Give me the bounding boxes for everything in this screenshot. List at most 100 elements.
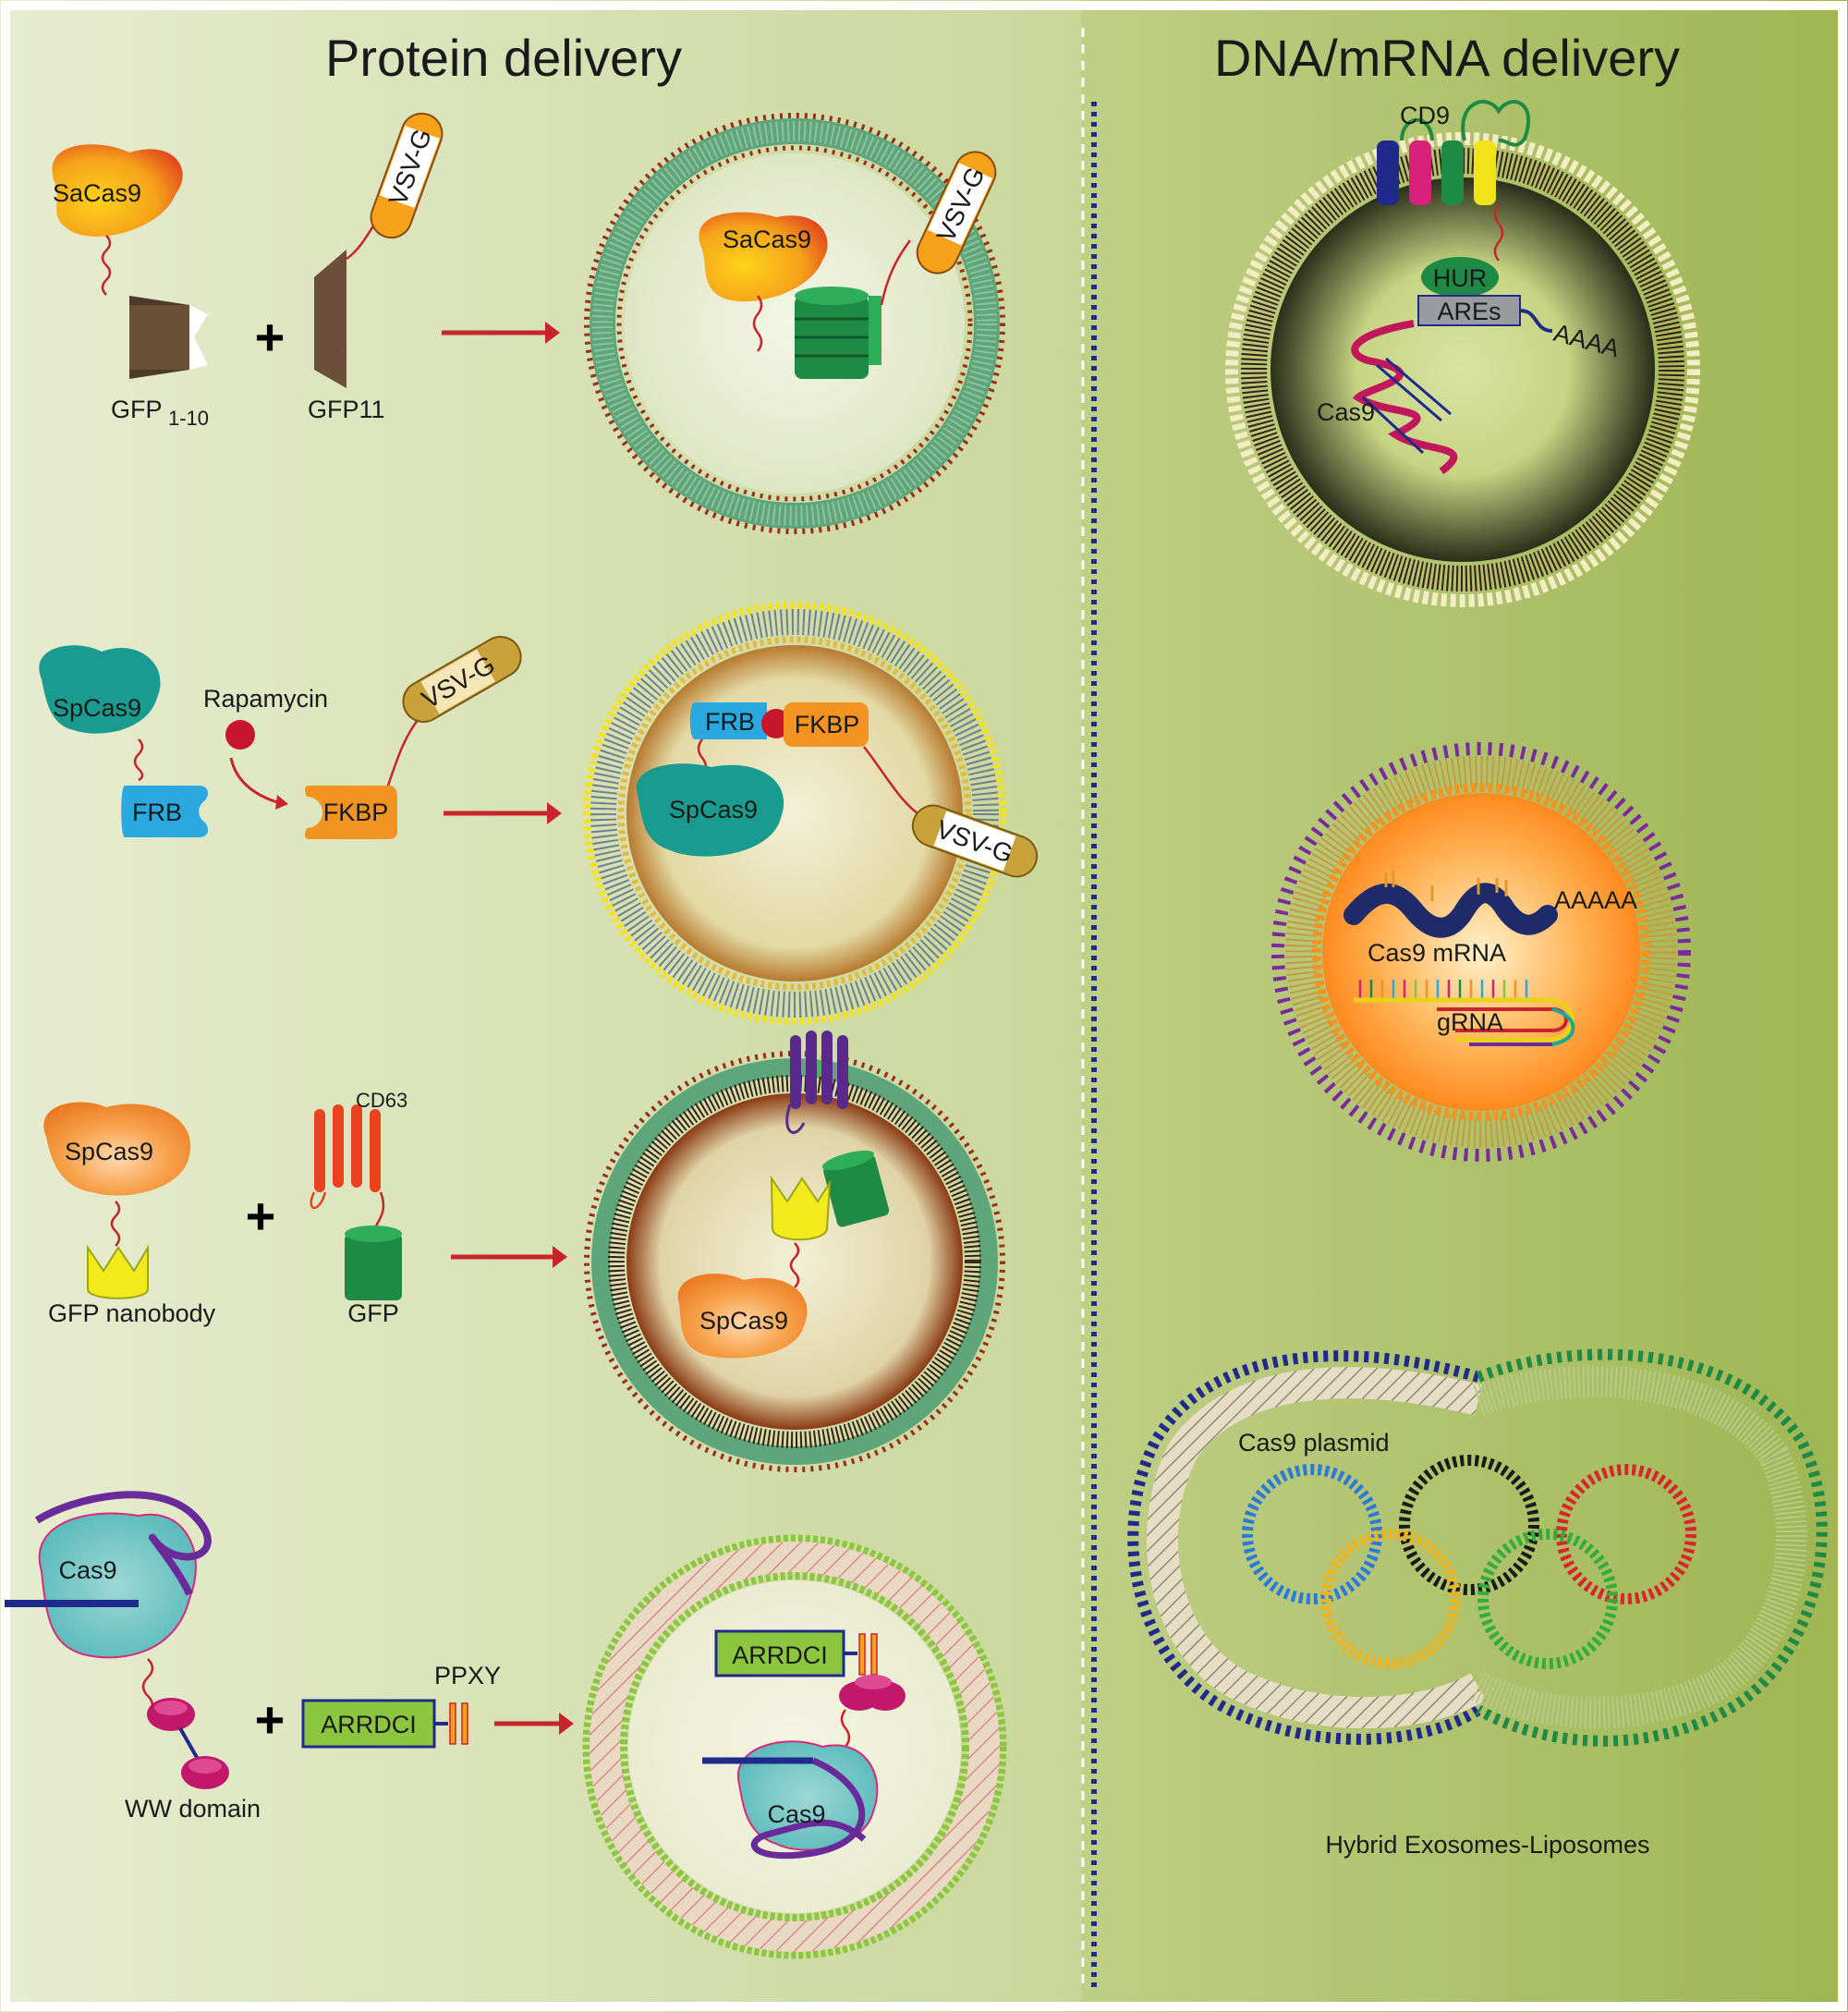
vesicle-row2-bilayer	[590, 609, 999, 1018]
gfp-1-10-label: GFP	[111, 396, 163, 423]
cd63-in-membrane	[790, 1030, 848, 1109]
lipid-nanoparticle: AAAAA Cas9 mRNA gRNA	[1271, 742, 1691, 1162]
spcas9-linker-inner-row3	[789, 1242, 800, 1288]
arrdc-box-inner	[714, 1629, 845, 1677]
cd63-label: CD63	[356, 1089, 407, 1112]
ww-domain	[147, 1698, 229, 1789]
spcas9-label-inner-row2: SpCas9	[669, 796, 758, 823]
hybrid-right-outer	[1476, 1348, 1828, 1747]
vesicle-row2-outer-heads	[583, 602, 1006, 1025]
cas9-mrna-strand	[1351, 320, 1458, 475]
plus-sign-row3: +	[246, 1187, 276, 1245]
plasmid-green	[1477, 1529, 1618, 1669]
spcas9-linker-row3	[110, 1201, 121, 1247]
cd63-membrane-loop	[785, 1104, 806, 1134]
vesicle-row2-inner-heads	[617, 636, 972, 991]
vesicle-row3-lumen	[626, 1093, 963, 1430]
spcas9-label-row2: SpCas9	[53, 694, 141, 722]
vesicle-row2: FRB FKBP SpCas9 VSV-G	[583, 602, 1039, 1025]
protein-panel-title: Protein delivery	[325, 29, 682, 87]
vesicle-row1-inner-heads	[616, 145, 973, 502]
ppxy-label: PPXY	[434, 1662, 501, 1689]
row2-components: SpCas9 FRB Rapamycin FKBP VSV-G	[39, 636, 562, 839]
ww-domain-inner	[839, 1675, 906, 1711]
cas9-linker-inner-row4	[840, 1709, 851, 1748]
cas9-label-inner-row4: Cas9	[767, 1800, 825, 1828]
arrow-row3-head	[553, 1246, 567, 1268]
sacas9-label: SaCas9	[53, 179, 141, 207]
ppxy-motifs	[449, 1702, 468, 1745]
cas9-label-row4: Cas9	[58, 1556, 116, 1584]
gfp11-label: GFP11	[308, 396, 385, 423]
ares-box	[1417, 295, 1521, 326]
arrow-row4-head	[559, 1713, 574, 1735]
ppxy-inner-1	[858, 1633, 866, 1676]
cas9-plasmid-label: Cas9 plasmid	[1238, 1429, 1390, 1457]
dna-panel-title: DNA/mRNA delivery	[1214, 29, 1680, 87]
row3-components: SpCas9 GFP nanobody + CD63 GFP	[43, 1089, 567, 1327]
polya-label-lnp: AAAAA	[1554, 886, 1637, 914]
gfp-barrel-row3	[345, 1225, 402, 1300]
grna-loop-row4	[34, 1491, 212, 1596]
frb-block	[121, 786, 209, 837]
fkbp-label-inner: FKBP	[795, 711, 860, 738]
vesicle-row4-bilayer	[590, 1542, 1000, 1952]
arrow-row1-head	[545, 322, 560, 344]
vesicle-row1-outer-heads	[584, 113, 1005, 534]
hybrid-left-bilayer	[1146, 1367, 1487, 1729]
arrdc-box	[301, 1699, 436, 1749]
cd9-tetraspanin	[1377, 100, 1531, 205]
hur-protein	[1421, 257, 1499, 298]
plasmid-yellow-orange	[1320, 1529, 1461, 1669]
grna-strand-teal	[1551, 1007, 1575, 1046]
cas9-mrna-label: Cas9 mRNA	[1368, 939, 1506, 967]
vesicle-row3-outer-heads	[584, 1051, 1005, 1472]
exosome-hur-outer-heads	[1225, 132, 1700, 607]
cd63-loop	[310, 1191, 327, 1210]
frb-block-inner	[689, 702, 767, 739]
gfp-nanobody-inner	[770, 1175, 832, 1241]
lnp-bilayer	[1285, 756, 1677, 1148]
gfp-label-row3: GFP	[347, 1299, 399, 1327]
cd63-tetraspanin	[314, 1104, 381, 1192]
vesicle-row3: SpCas9	[584, 1030, 1005, 1472]
grna-loop-inner-row4	[750, 1757, 867, 1860]
spcas9-blob-inner-row3	[677, 1274, 808, 1359]
sacas9-blob	[52, 144, 183, 238]
ares-label: AREs	[1437, 298, 1501, 325]
spcas9-linker-row2	[133, 738, 144, 782]
spcas9-blob-inner-row2	[636, 763, 784, 857]
gfp-1-10-gap	[189, 305, 208, 370]
hybrid-exosome-liposome: Cas9 plasmid Hybrid Exosomes-Liposomes	[1127, 1348, 1828, 1859]
hybrid-label: Hybrid Exosomes-Liposomes	[1325, 1831, 1649, 1859]
gfp-barrel-complete	[795, 287, 881, 379]
grna-label: gRNA	[1437, 1008, 1503, 1036]
vesicle-row4: ARRDCI Cas9	[582, 1534, 1007, 1959]
fkbp-label: FKBP	[323, 799, 389, 826]
rapamycin-label: Rapamycin	[203, 685, 328, 713]
sacas9-linker-inner	[752, 295, 763, 352]
spcas9-blob-row3	[43, 1102, 191, 1196]
vesicle-row3-inner-leaflet	[608, 1075, 981, 1448]
spcas9-label-inner-row3: SpCas9	[699, 1307, 788, 1335]
arrow-row2-head	[547, 802, 562, 824]
gfp-1-10-barrel-body	[129, 305, 189, 370]
fkbp-block	[304, 786, 397, 839]
spcas9-label-row3: SpCas9	[65, 1138, 153, 1165]
mrna-ribosome-ticks	[1384, 871, 1508, 901]
gfp-nanobody-label: GFP nanobody	[48, 1299, 216, 1327]
row4-components: Cas9 WW domain + ARRDCI PPXY	[5, 1491, 574, 1823]
plus-sign-row1: +	[255, 308, 286, 366]
row1-components: SaCas9 GFP 1-10 + VSV-G GFP11	[52, 112, 560, 430]
gfp-1-10-subscript: 1-10	[168, 407, 209, 430]
lnp-core	[1322, 793, 1640, 1111]
hur-linker	[1493, 204, 1504, 262]
arrdc-label-inner: ARRDCI	[732, 1641, 828, 1669]
sacas9-blob-inner	[699, 212, 828, 302]
spcas9-blob-row2	[39, 645, 161, 734]
vsvg-linker-inner	[880, 239, 912, 306]
vesicle-row1: SaCas9 VSV-G	[584, 113, 1005, 534]
gfp-barrel-inner-row3	[821, 1150, 890, 1227]
